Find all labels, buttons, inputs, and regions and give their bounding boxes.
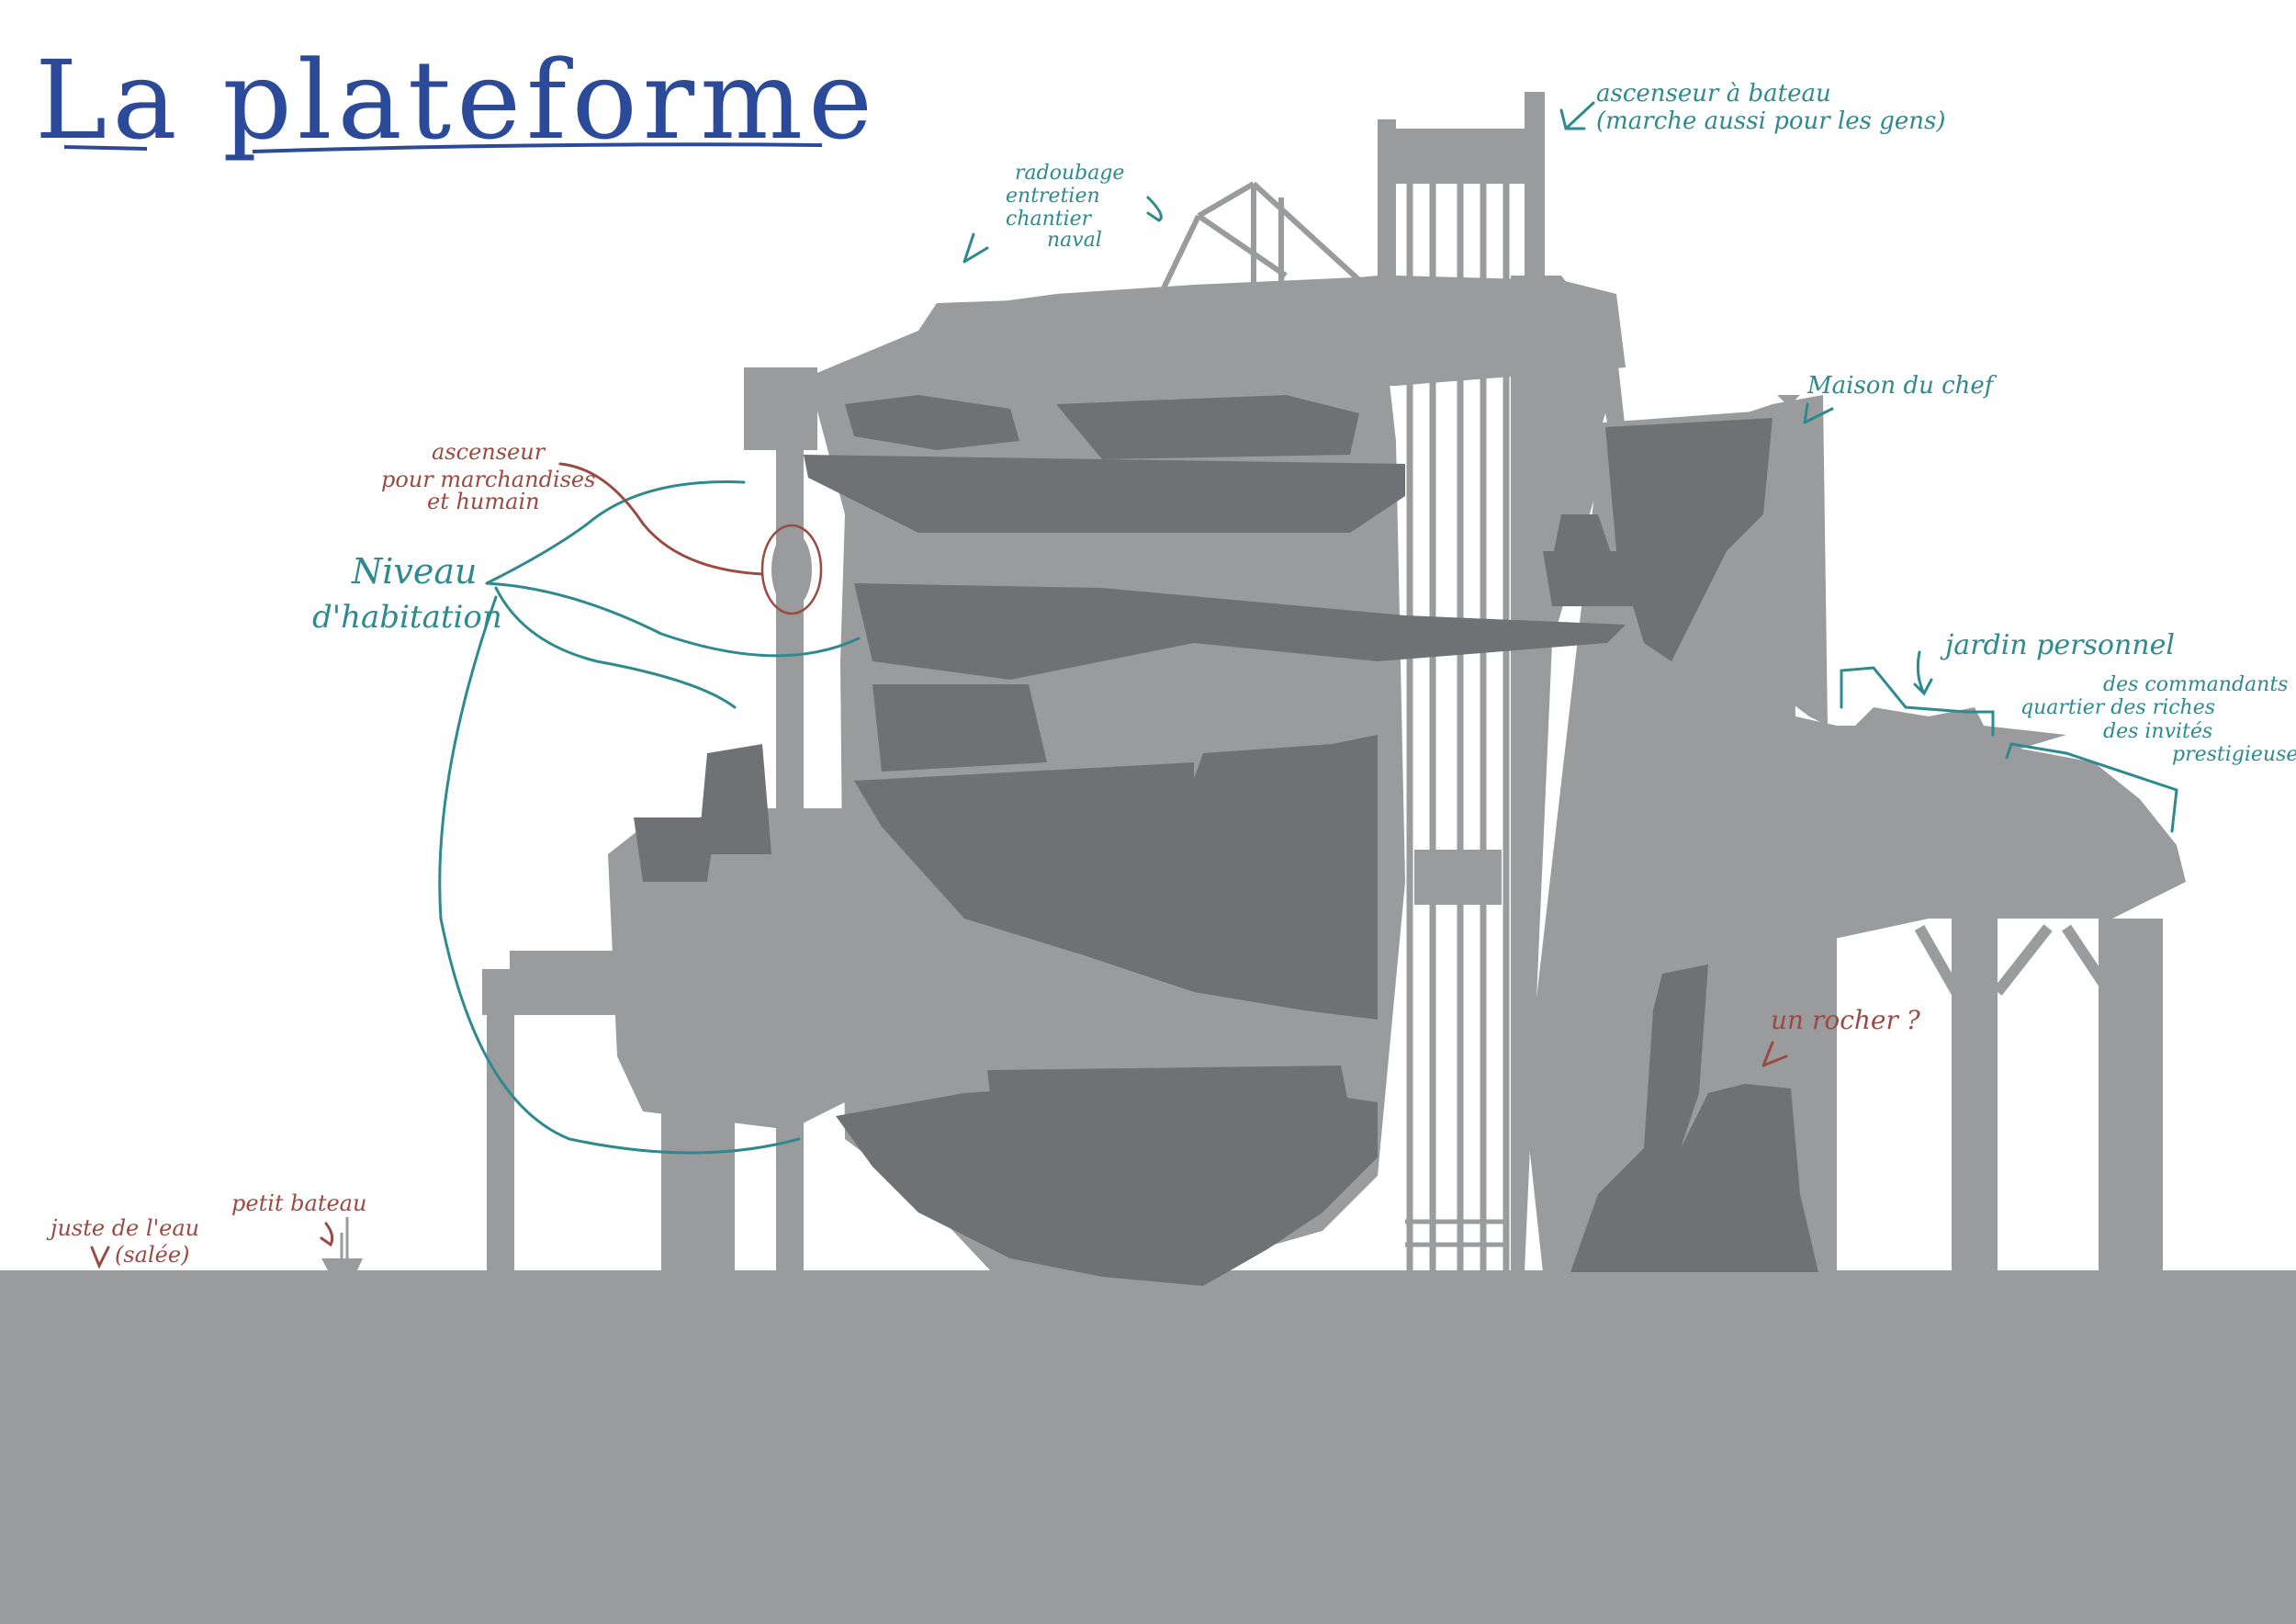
living-level-leaders — [438, 101, 2178, 1155]
small-boat — [321, 1217, 363, 1272]
small-boat-label: petit bateau — [231, 1190, 366, 1216]
water-arrow-icon — [90, 1246, 110, 1269]
rock — [1570, 964, 1818, 1272]
shipyard-label-2: entretien — [1006, 185, 1100, 208]
quarter-label-2: quartier des riches — [2020, 696, 2215, 719]
goods-lift-label-3: et humain — [427, 489, 540, 514]
bottom-habitation-level — [836, 1084, 1378, 1286]
sea-water — [0, 1270, 2296, 1624]
living-level-label-2: d'habitation — [312, 599, 502, 636]
title-underline — [63, 142, 823, 153]
water-label-1: juste de l'eau — [46, 1215, 199, 1241]
middle-habitation-level — [854, 583, 1626, 680]
living-level-label-1: Niveau — [351, 551, 478, 592]
small-boat-arrow-icon — [320, 1222, 334, 1247]
left-pier — [482, 951, 735, 1272]
quarter-label-4: prestigieuse — [2172, 743, 2296, 766]
rock-label: un rocher ? — [1771, 1005, 1921, 1035]
annotations: ascenseur à bateau (marche aussi pour le… — [46, 80, 2296, 1269]
house-clusters — [634, 395, 1681, 1111]
title-block: La plateforme — [35, 37, 878, 164]
goods-lift-label-2: pour marchandises — [381, 467, 595, 492]
goods-lift-label-1: ascenseur — [432, 439, 546, 465]
platform-structure — [321, 92, 2186, 1286]
page-title: La plateforme — [35, 37, 878, 164]
platform-legs — [1739, 919, 2163, 1272]
water-label-2: (salée) — [115, 1242, 189, 1268]
boat-lift-label-1: ascenseur à bateau — [1596, 80, 1831, 107]
shipyard-label-3: chantier — [1006, 208, 1093, 231]
lower-bowl — [854, 735, 1378, 1020]
upper-habitation-level — [804, 455, 1405, 533]
garden-label: jardin personnel — [1940, 629, 2175, 661]
top-deck — [918, 276, 1626, 386]
boat-lift-label-2: (marche aussi pour les gens) — [1596, 107, 1946, 135]
shipyard-crane — [1159, 181, 1362, 294]
boat-lift-cabin — [1414, 850, 1502, 905]
boat-lift-tower — [1378, 92, 1545, 1272]
quarter-label-3: des invités — [2103, 720, 2212, 743]
rich-quarter-platform — [1782, 707, 2186, 946]
goods-lift-cabin — [771, 531, 812, 608]
shipyard-label-4: naval — [1047, 229, 1102, 252]
chief-house-label: Maison du chef — [1806, 372, 1998, 400]
shipyard-label-1: radoubage — [1015, 162, 1124, 185]
quarter-label-1: des commandants — [2103, 673, 2288, 696]
